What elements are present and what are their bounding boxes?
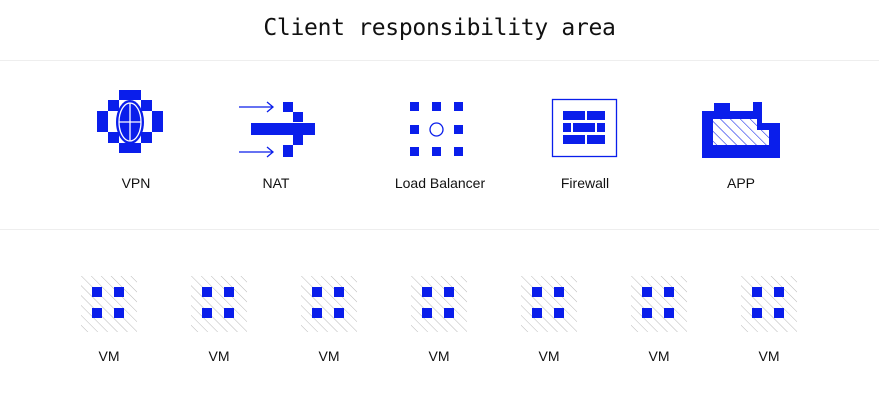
service-label: Firewall: [560, 175, 610, 191]
service-label: Load Balancer: [394, 175, 486, 191]
vm-node: VM: [504, 275, 594, 364]
vm-icon: [301, 276, 357, 332]
vm-node: VM: [724, 275, 814, 364]
service-label: NAT: [262, 175, 290, 191]
service-label: VPN: [121, 175, 151, 191]
vm-label: VM: [318, 348, 340, 364]
vm-label: VM: [98, 348, 120, 364]
vpn-icon: [97, 90, 163, 153]
vm-label: VM: [648, 348, 670, 364]
vm-node: VM: [284, 275, 374, 364]
service-app: APP: [676, 90, 806, 191]
vm-icon: [81, 276, 137, 332]
vm-icon: [191, 276, 247, 332]
firewall-icon: [551, 98, 618, 158]
service-firewall: Firewall: [520, 90, 650, 191]
middle-divider: [0, 229, 879, 230]
vm-label: VM: [428, 348, 450, 364]
top-divider: [0, 60, 879, 61]
vm-label: VM: [758, 348, 780, 364]
app-icon: [702, 102, 780, 158]
vm-icon: [521, 276, 577, 332]
vm-icon: [411, 276, 467, 332]
load-balancer-icon: [410, 102, 463, 156]
service-label: APP: [726, 175, 755, 191]
vm-icon: [631, 276, 687, 332]
service-vpn: VPN: [71, 90, 201, 191]
vm-node: VM: [64, 275, 154, 364]
vm-node: VM: [174, 275, 264, 364]
vm-node: VM: [614, 275, 704, 364]
nat-icon: [239, 101, 315, 158]
diagram-title: Client responsibility area: [263, 15, 616, 41]
vm-node: VM: [394, 275, 484, 364]
vm-label: VM: [538, 348, 560, 364]
service-load-balancer: Load Balancer: [375, 90, 505, 191]
vm-icon: [741, 276, 797, 332]
vm-label: VM: [208, 348, 230, 364]
service-nat: NAT: [211, 90, 341, 191]
